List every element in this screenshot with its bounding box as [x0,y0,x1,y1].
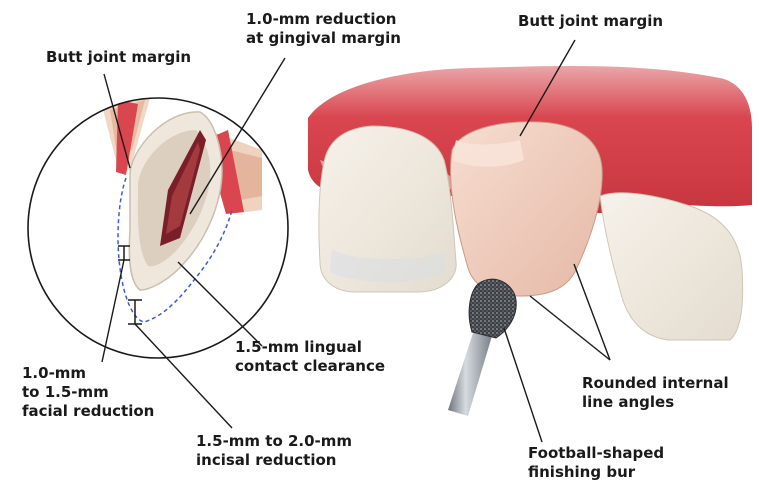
label-finishing-bur: Football-shaped finishing bur [528,444,664,482]
label-butt-joint-left: Butt joint margin [46,48,191,67]
label-line: Butt joint margin [518,12,663,31]
label-butt-joint-right: Butt joint margin [518,12,663,31]
diamond-bur [448,279,516,416]
label-line: Butt joint margin [46,48,191,67]
label-line: 1.5-mm lingual [235,338,385,357]
label-line: 1.0-mm [22,364,154,383]
label-line: Football-shaped [528,444,664,463]
label-lingual-clearance: 1.5-mm lingual contact clearance [235,338,385,376]
label-incisal-reduction: 1.5-mm to 2.0-mm incisal reduction [196,432,352,470]
magnified-cross-section [28,98,288,358]
label-line: incisal reduction [196,451,352,470]
label-line: line angles [582,393,729,412]
label-line: Rounded internal [582,374,729,393]
label-line: facial reduction [22,402,154,421]
label-gingival-reduction: 1.0-mm reduction at gingival margin [246,10,401,48]
label-line: at gingival margin [246,29,401,48]
label-line: 1.0-mm reduction [246,10,401,29]
label-line: to 1.5-mm [22,383,154,402]
label-line: 1.5-mm to 2.0-mm [196,432,352,451]
label-internal-angles: Rounded internal line angles [582,374,729,412]
label-line: contact clearance [235,357,385,376]
label-facial-reduction: 1.0-mm to 1.5-mm facial reduction [22,364,154,421]
label-line: finishing bur [528,463,664,482]
